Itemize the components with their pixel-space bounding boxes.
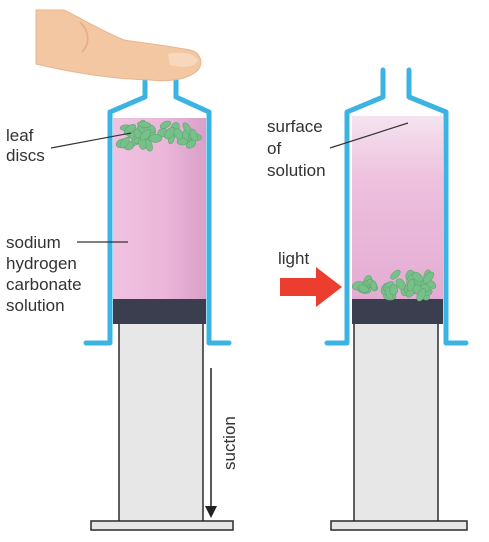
left-syringe-outline (83, 77, 232, 346)
left-syringe (35, 9, 234, 531)
leaf-disc (139, 129, 152, 141)
label-sodium-hydrogen-carbonate-solution: sodium hydrogen carbonate solution (6, 233, 82, 315)
finger-nail (168, 52, 198, 67)
label-light: light (278, 249, 310, 268)
right-plunger-base (330, 520, 468, 531)
left-plunger-seal (113, 299, 206, 324)
label-surface-of-solution: surface of solution (267, 117, 326, 180)
leaf-disc (370, 280, 378, 292)
right-leaf-discs (351, 269, 437, 302)
red-arrow-right-icon (280, 267, 342, 307)
leaf-disc (137, 121, 152, 128)
leaf-disc (422, 271, 435, 284)
arrow-down-head (205, 506, 217, 518)
leaf-disc (357, 284, 370, 293)
leaf-disc (412, 271, 424, 283)
finger-crease (79, 21, 89, 53)
left-plunger-base (90, 520, 234, 531)
label-leaf-discs: leaf discs (6, 126, 45, 165)
right-syringe (280, 67, 469, 531)
leaf-disc (148, 134, 163, 143)
right-syringe-outline (324, 67, 469, 346)
left-leaf-discs (115, 119, 202, 152)
leaf-disc (395, 278, 406, 290)
right-solution (352, 116, 443, 300)
label-suction: suction (220, 416, 239, 470)
right-plunger-seal (352, 299, 443, 324)
leaf-disc (416, 288, 427, 302)
leaf-disc (173, 128, 184, 140)
leader-surface-of-solution (329, 122, 409, 149)
leaf-disc (406, 278, 415, 292)
leaf-disc (390, 269, 401, 280)
leaf-disc (389, 284, 398, 296)
left-plunger-rod (118, 322, 204, 524)
leaf-disc (164, 126, 176, 140)
pressing-finger-icon (35, 9, 202, 82)
right-plunger-rod (353, 322, 439, 524)
leaf-disc (189, 128, 198, 142)
leaf-disc (159, 120, 172, 129)
leader-leaf-discs (50, 132, 132, 149)
leaf-disc (119, 137, 130, 149)
